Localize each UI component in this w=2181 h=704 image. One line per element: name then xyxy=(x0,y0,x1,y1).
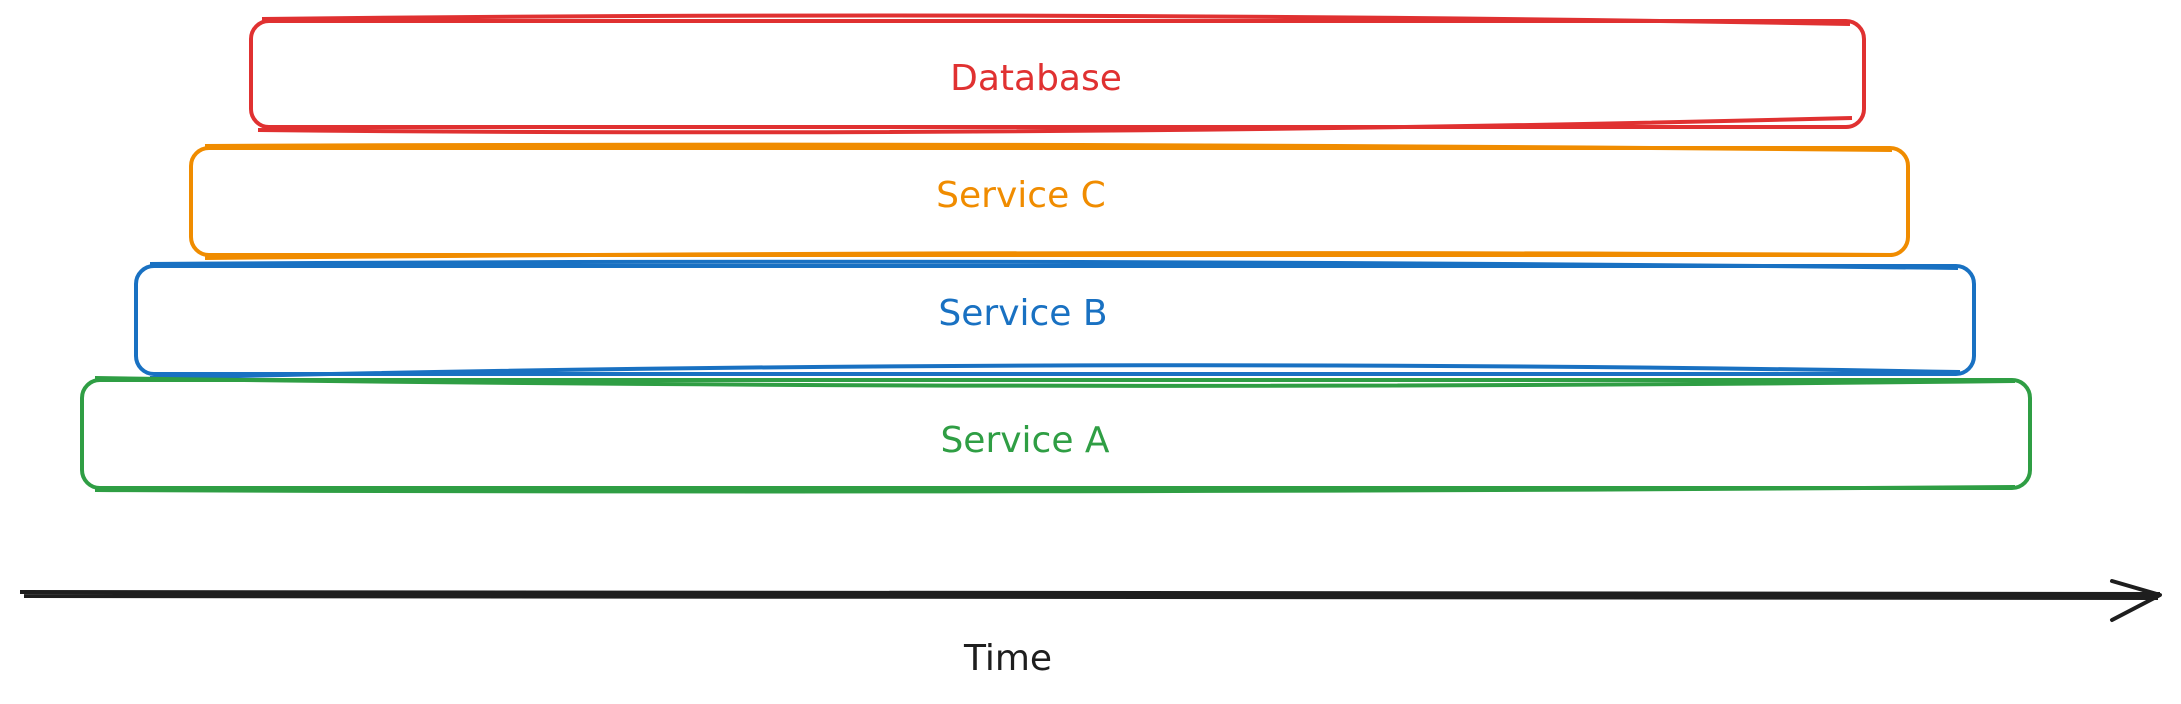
service-c-box-sketch xyxy=(204,142,1893,260)
service-b-label: Service B xyxy=(938,293,1107,334)
service-c-label: Service C xyxy=(936,175,1106,216)
database-label: Database xyxy=(950,58,1122,99)
layer-service-a: Service A xyxy=(80,376,2032,494)
database-box xyxy=(249,19,1866,129)
layer-service-b: Service B xyxy=(134,259,1976,380)
service-b-box-sketch xyxy=(149,259,1961,380)
layer-database: Database xyxy=(249,13,1866,135)
layer-service-c: Service C xyxy=(189,142,1910,260)
service-b-box xyxy=(134,264,1976,376)
time-axis-line xyxy=(19,590,2161,600)
service-a-box xyxy=(80,378,2032,490)
database-box-sketch xyxy=(257,13,1853,135)
time-axis: Time xyxy=(19,579,2162,679)
arrow-head-icon xyxy=(2110,579,2162,622)
service-a-box-sketch xyxy=(94,376,2016,494)
service-a-label: Service A xyxy=(940,420,1109,461)
time-axis-label: Time xyxy=(963,638,1052,679)
